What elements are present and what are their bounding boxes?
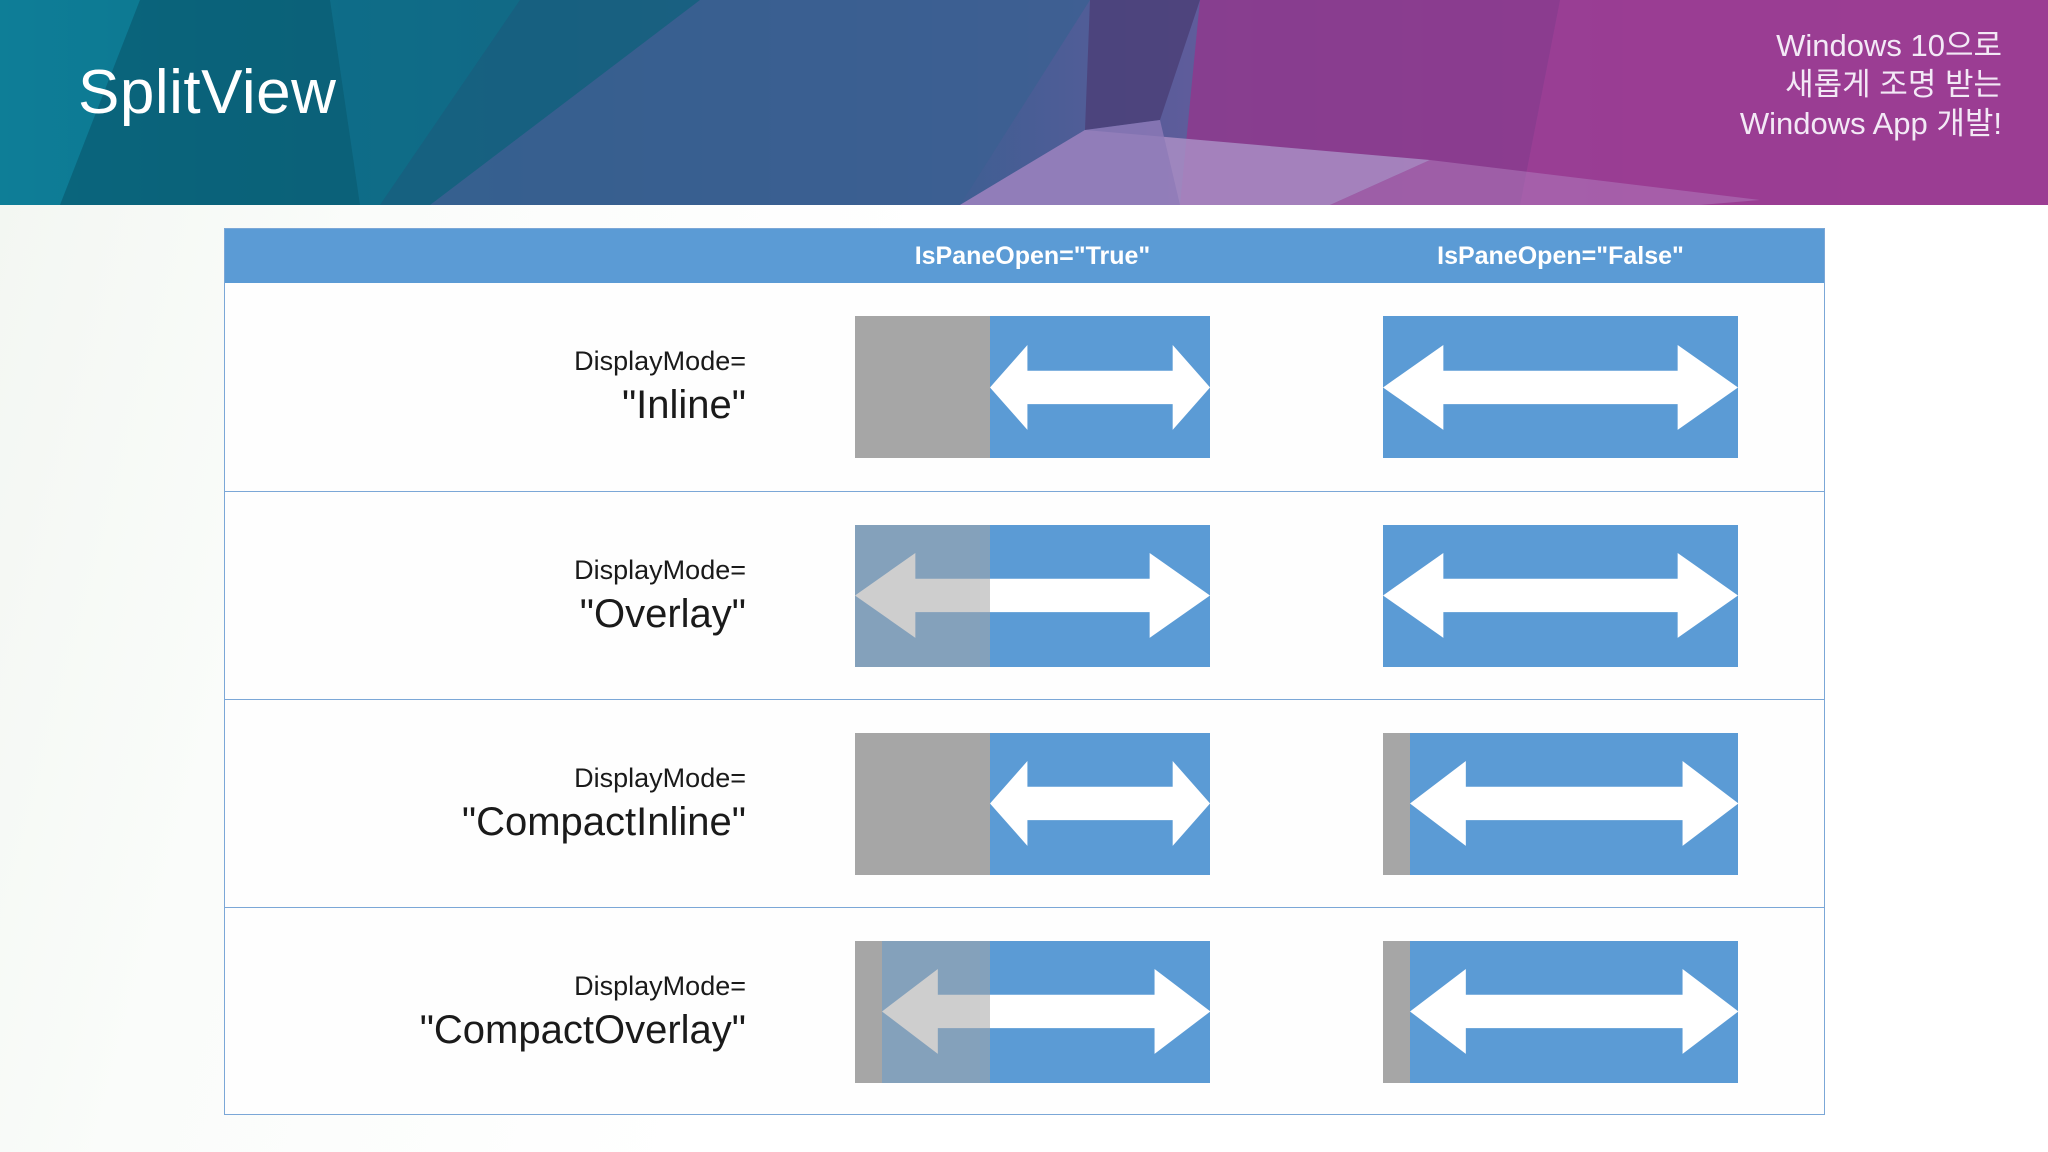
header-cell-ispaneopen-true: IsPaneOpen="True": [914, 241, 1151, 270]
displaymode-property-label: DisplayMode=: [574, 970, 746, 1001]
table-row: DisplayMode= "CompactInline": [225, 699, 1824, 907]
row1-false-content-arrow-icon: [1383, 316, 1738, 458]
row-label-cell: DisplayMode= "Overlay": [225, 492, 768, 699]
displaymode-value-label: "Inline": [621, 383, 746, 427]
displaymode-value-label: "CompactInline": [461, 799, 746, 844]
tagline-line-1: Windows 10으로: [1776, 28, 2002, 63]
row3-false-compact-pane-strip: [1383, 732, 1410, 875]
row1-true-splitview-mock: [855, 316, 1210, 458]
header-cell-ispaneopen-false: IsPaneOpen="False": [1437, 241, 1684, 270]
cell-ispaneopen-true: [768, 283, 1297, 491]
cell-ispaneopen-false: [1297, 700, 1824, 907]
slide-banner: SplitView Windows 10으로 새롭게 조명 받는 Windows…: [0, 0, 2048, 205]
table-row: DisplayMode= "Inline": [225, 283, 1824, 491]
row2-true-content-arrow-icon: [855, 525, 1210, 667]
cell-ispaneopen-true: [768, 908, 1297, 1115]
row3-true-pane: [855, 732, 990, 875]
row1-true-content-arrow-icon: [989, 316, 1210, 458]
row4-true-splitview-mock: [855, 940, 1210, 1083]
row1-true-pane: [855, 316, 990, 458]
cell-ispaneopen-true: [768, 492, 1297, 699]
row-label-cell: DisplayMode= "CompactInline": [225, 700, 768, 907]
table-header-row: IsPaneOpen="True" IsPaneOpen="False": [225, 229, 1824, 283]
row-label-cell: DisplayMode= "CompactOverlay": [225, 908, 768, 1115]
header-cell-blank: [225, 229, 768, 283]
displaymode-value-label: "Overlay": [579, 591, 746, 636]
table-row: DisplayMode= "CompactOverlay": [225, 907, 1824, 1115]
cell-ispaneopen-true: [768, 700, 1297, 907]
cell-ispaneopen-false: [1297, 492, 1824, 699]
row2-false-splitview-mock: [1383, 524, 1738, 667]
row-label-cell: DisplayMode= "Inline": [225, 283, 768, 491]
row4-true-content-arrow-icon: [881, 941, 1210, 1083]
tagline-line-2: 새롭게 조명 받는: [1785, 67, 2002, 102]
banner-polygon-art: [0, 0, 2048, 205]
row3-false-content-arrow-icon: [1409, 733, 1738, 875]
row2-true-splitview-mock: [855, 524, 1210, 667]
row3-true-splitview-mock: [855, 732, 1210, 875]
displaymode-value-label: "CompactOverlay": [419, 1007, 746, 1052]
row4-false-content-arrow-icon: [1409, 941, 1738, 1083]
row2-true-pane: [855, 524, 990, 667]
table-body: DisplayMode= "Inline" DisplayMode= "Overlay…: [225, 283, 1824, 1115]
table-row: DisplayMode= "Overlay": [225, 491, 1824, 699]
tagline-line-3: Windows App 개발!: [1739, 106, 2002, 141]
cell-ispaneopen-false: [1297, 908, 1824, 1115]
row2-false-content-arrow-icon: [1383, 525, 1738, 667]
row4-true-compact-pane-strip: [855, 940, 882, 1083]
page-title: SplitView: [78, 58, 337, 127]
displaymode-comparison-table: IsPaneOpen="True" IsPaneOpen="False" Dis…: [224, 228, 1825, 1115]
row4-false-splitview-mock: [1383, 940, 1738, 1083]
cell-ispaneopen-false: [1297, 283, 1824, 491]
row3-true-content-arrow-icon: [989, 733, 1210, 875]
displaymode-property-label: DisplayMode=: [574, 346, 746, 376]
displaymode-property-label: DisplayMode=: [574, 762, 746, 793]
banner-tagline: Windows 10으로 새롭게 조명 받는 Windows App 개발!: [1740, 26, 2002, 143]
row1-false-splitview-mock: [1383, 316, 1738, 458]
row3-false-splitview-mock: [1383, 732, 1738, 875]
displaymode-property-label: DisplayMode=: [574, 554, 746, 585]
row4-false-compact-pane-strip: [1383, 940, 1410, 1083]
